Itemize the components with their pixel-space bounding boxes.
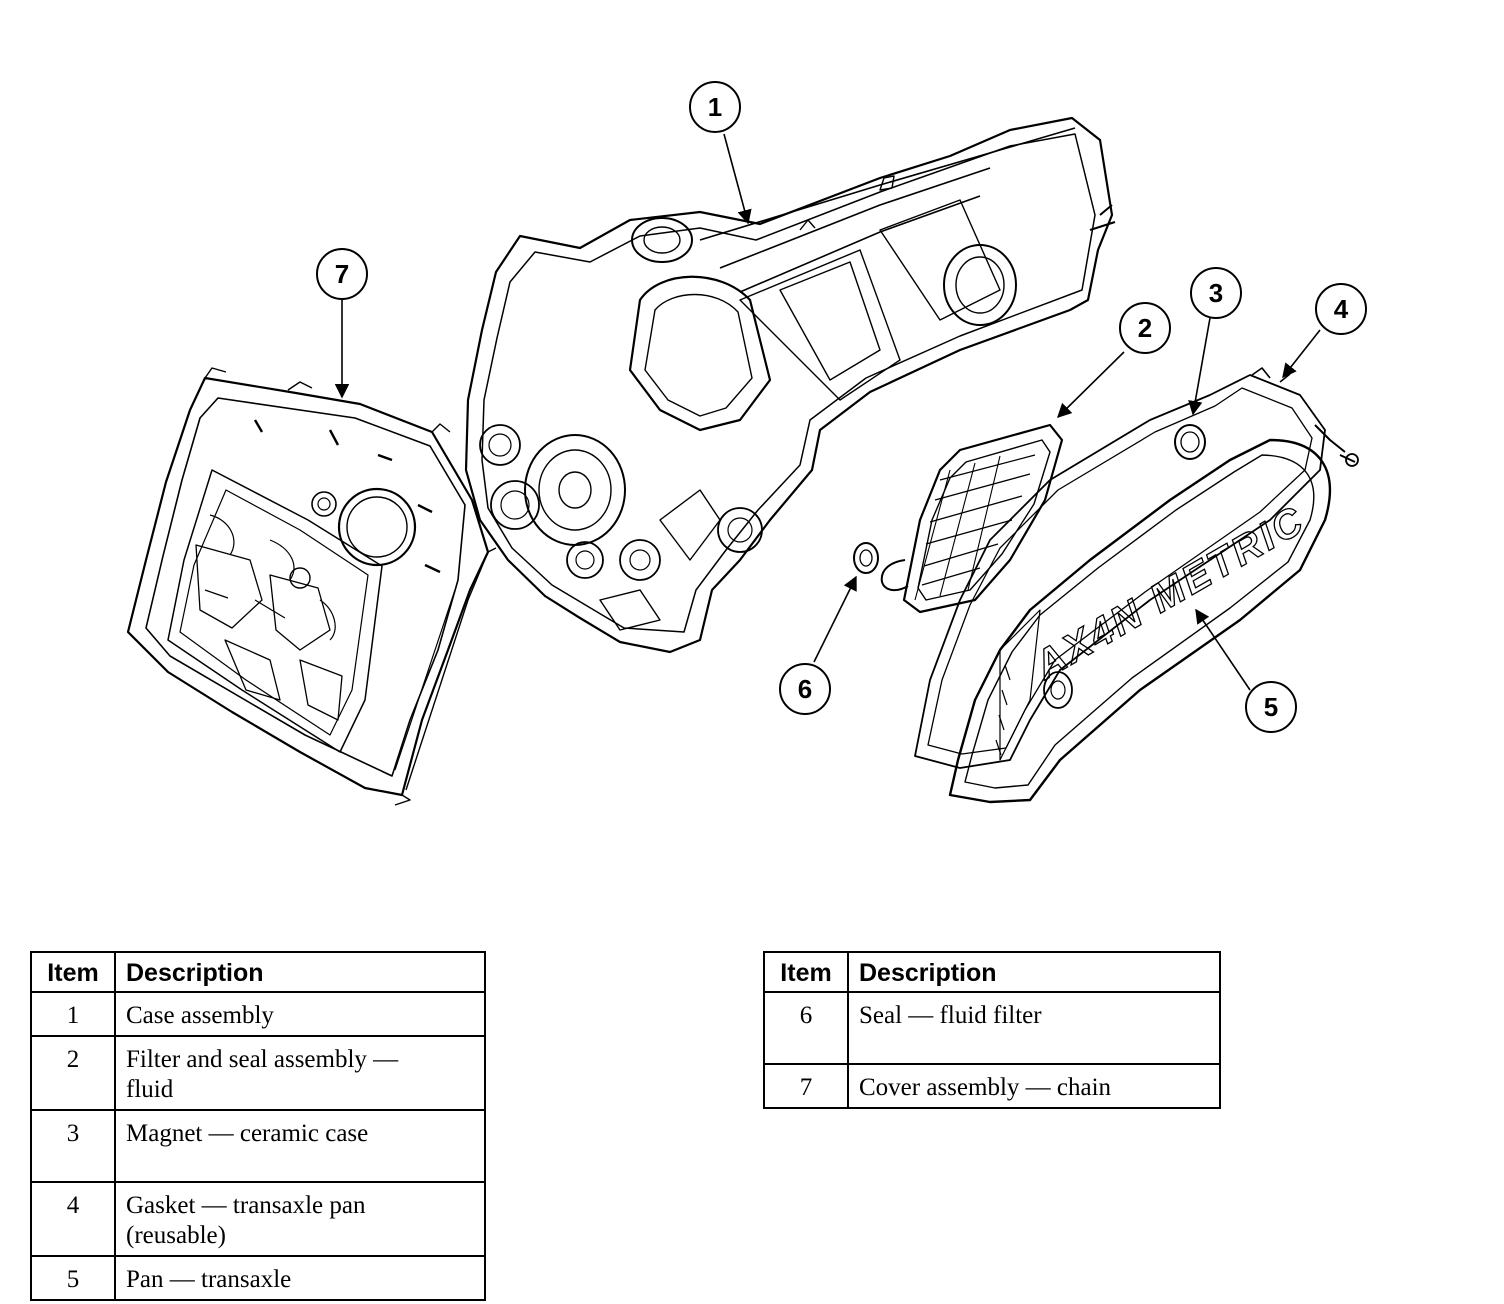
column-header-description: Description: [847, 951, 1221, 993]
pan-assembly-drawing: [914, 367, 1359, 804]
svg-text:1: 1: [708, 92, 722, 122]
case-assembly-drawing: [464, 116, 1116, 654]
item-description: Magnet — ceramic case: [114, 1109, 486, 1183]
leader-1: [723, 133, 752, 225]
item-number: 3: [30, 1109, 116, 1183]
table-row: 2 Filter and seal assembly —fluid: [30, 1035, 486, 1111]
filter-assembly-drawing: [880, 423, 1064, 614]
svg-text:7: 7: [335, 259, 349, 289]
item-description: Seal — fluid filter: [847, 991, 1221, 1065]
item-number: 6: [763, 991, 849, 1065]
pan-lettering: AX4N METRIC: [1027, 498, 1313, 689]
svg-text:4: 4: [1334, 294, 1349, 324]
item-description: Cover assembly — chain: [847, 1063, 1221, 1109]
item-number: 2: [30, 1035, 116, 1111]
svg-text:3: 3: [1209, 278, 1223, 308]
column-header-item: Item: [30, 951, 116, 993]
item-description: Gasket — transaxle pan(reusable): [114, 1181, 486, 1257]
item-description: Filter and seal assembly —fluid: [114, 1035, 486, 1111]
table-row: 6 Seal — fluid filter: [763, 991, 1221, 1065]
exploded-view-diagram: AX4N METRIC 1 2 3 4 5 6 7: [126, 81, 1367, 806]
column-header-description: Description: [114, 951, 486, 993]
svg-text:6: 6: [798, 674, 812, 704]
leader-3: [1188, 317, 1211, 416]
svg-text:2: 2: [1138, 313, 1152, 343]
svg-text:5: 5: [1264, 692, 1278, 722]
callout-4: 4: [1315, 283, 1367, 335]
table-row: 3 Magnet — ceramic case: [30, 1109, 486, 1183]
callout-7: 7: [316, 248, 368, 300]
item-number: 5: [30, 1255, 116, 1301]
table-row: 5 Pan — transaxle: [30, 1255, 486, 1301]
table-header-row: Item Description: [30, 951, 486, 993]
callout-2: 2: [1119, 302, 1171, 354]
table-header-row: Item Description: [763, 951, 1221, 993]
item-number: 1: [30, 991, 116, 1037]
item-number: 4: [30, 1181, 116, 1257]
item-description: Pan — transaxle: [114, 1255, 486, 1301]
magnet-drawing: [1174, 424, 1206, 460]
callout-5: 5: [1245, 681, 1297, 733]
callout-leaders: [334, 133, 1321, 691]
parts-legend-table-right: Item Description 6 Seal — fluid filter 7…: [763, 951, 1221, 1109]
leader-2: [1056, 351, 1125, 419]
callout-1: 1: [689, 81, 741, 133]
item-description: Case assembly: [114, 991, 486, 1037]
callout-6: 6: [779, 663, 831, 715]
leader-5: [1195, 608, 1251, 691]
chain-cover-drawing: [126, 367, 497, 806]
callout-3: 3: [1190, 267, 1242, 319]
table-row: 1 Case assembly: [30, 991, 486, 1037]
column-header-item: Item: [763, 951, 849, 993]
table-row: 4 Gasket — transaxle pan(reusable): [30, 1181, 486, 1257]
leader-4: [1282, 329, 1321, 379]
table-row: 7 Cover assembly — chain: [763, 1063, 1221, 1109]
leader-6: [813, 575, 857, 663]
parts-legend-table-left: Item Description 1 Case assembly 2 Filte…: [30, 951, 486, 1301]
item-number: 7: [763, 1063, 849, 1109]
filter-seal-drawing: [853, 542, 879, 574]
